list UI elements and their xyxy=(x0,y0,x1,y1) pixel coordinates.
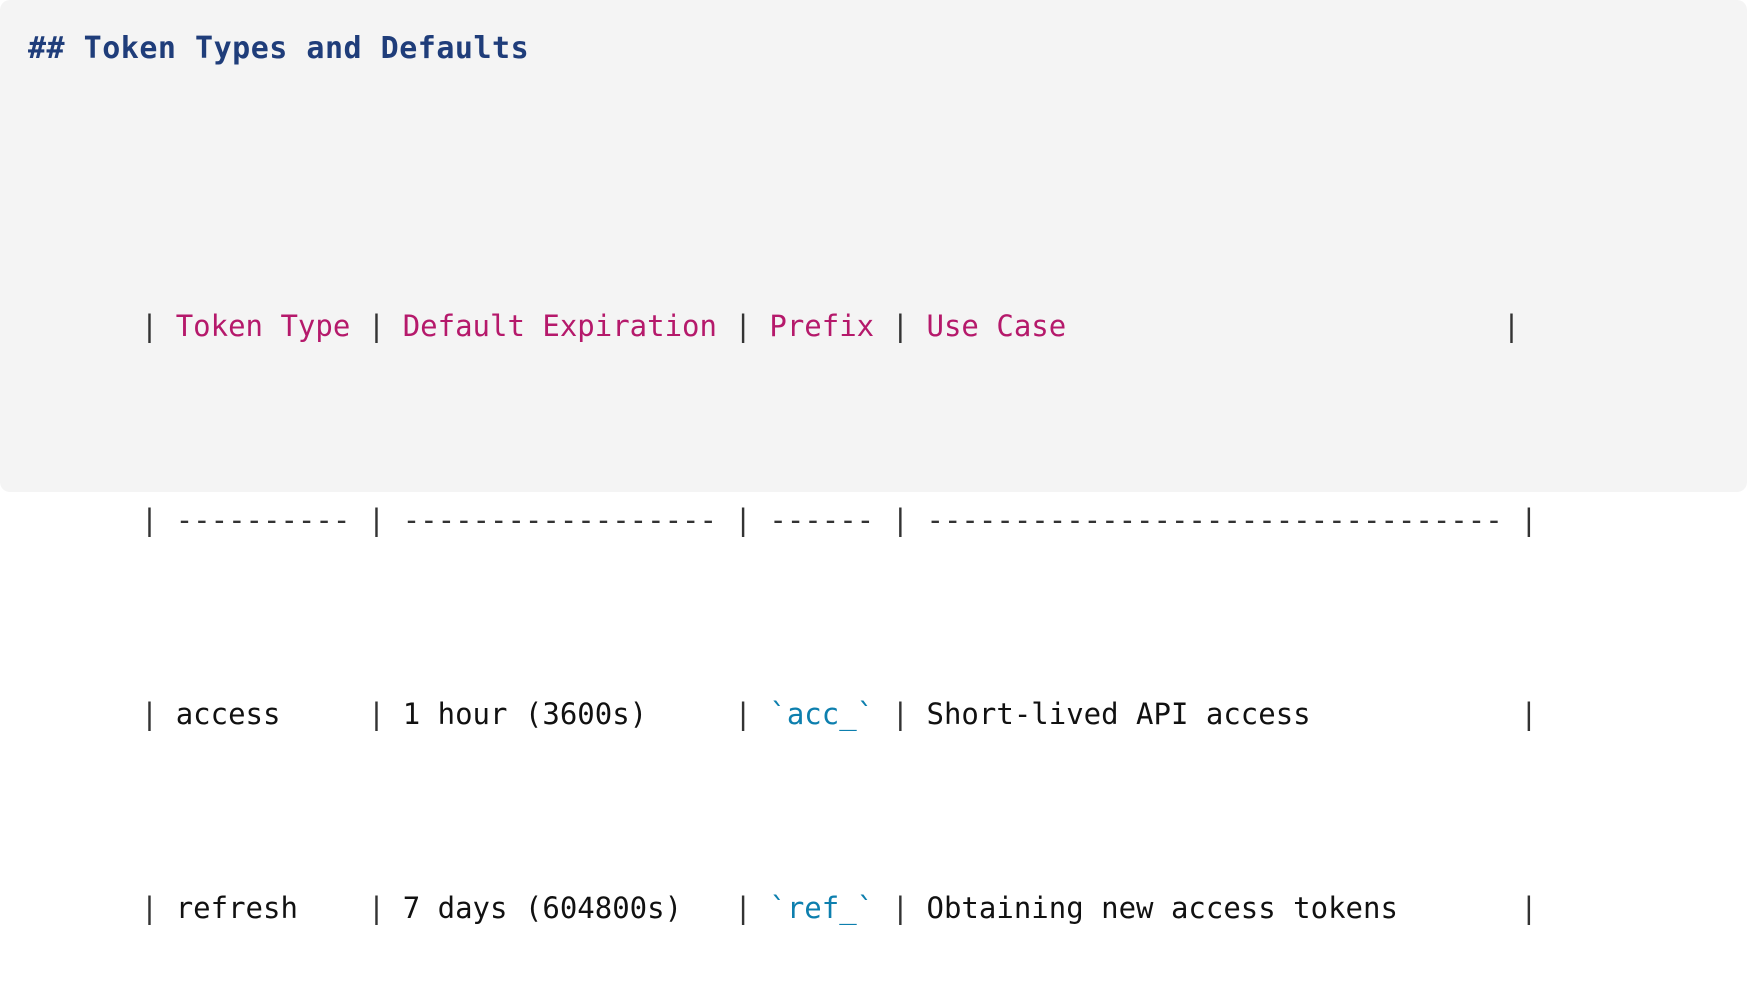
table-header-row: | Token Type | Default Expiration | Pref… xyxy=(36,254,1747,343)
pipe-separator: | xyxy=(1502,503,1538,537)
column-header-prefix: Prefix xyxy=(769,309,875,343)
markdown-table-block: | Token Type | Default Expiration | Pref… xyxy=(26,64,1747,984)
cell-padding xyxy=(682,891,717,925)
pipe-separator: | xyxy=(350,891,403,925)
cell-prefix: `acc_` xyxy=(769,697,875,731)
pipe-separator: | xyxy=(874,697,927,731)
cell-padding xyxy=(647,697,717,731)
cell-use-case: Obtaining new access tokens xyxy=(926,891,1398,925)
pipe-separator: | xyxy=(1502,891,1538,925)
pipe-separator: | xyxy=(350,697,403,731)
pipe-separator: | xyxy=(716,697,770,731)
cell-prefix: `ref_` xyxy=(769,891,875,925)
column-header-default-expiration: Default Expiration xyxy=(402,309,717,343)
column-header-use-case-pad: | xyxy=(1066,309,1521,343)
table-row: | access | 1 hour (3600s) | `acc_` | Sho… xyxy=(36,642,1747,731)
column-header-use-case: Use Case xyxy=(926,309,1067,343)
column-header-token-type: Token Type xyxy=(175,309,351,343)
pipe-separator: | xyxy=(1502,697,1538,731)
pipe-separator: | xyxy=(716,503,770,537)
pipe-separator: | xyxy=(140,891,176,925)
column-header-prefix-pad: | xyxy=(874,309,927,343)
cell-padding xyxy=(1398,891,1503,925)
column-header-default-expiration-pad: | xyxy=(716,309,770,343)
cell-padding xyxy=(280,697,350,731)
cell-token-type: access xyxy=(175,697,281,731)
pipe-separator: | xyxy=(350,503,403,537)
cell-default-expiration: 1 hour (3600s) xyxy=(402,697,648,731)
pipe-separator: | xyxy=(140,503,176,537)
page-title: ## Token Types and Defaults xyxy=(28,31,530,66)
markdown-document: ## Token Types and Defaults | Token Type… xyxy=(0,0,1747,925)
separator-dashes-prefix: ------ xyxy=(769,503,875,537)
separator-dashes-default-expiration: ------------------ xyxy=(402,503,717,537)
table-separator-row: | ---------- | ------------------ | ----… xyxy=(36,448,1747,537)
separator-dashes-token-type: ---------- xyxy=(175,503,351,537)
pipe-separator: | xyxy=(874,891,927,925)
column-header-token-type-pad: | xyxy=(350,309,403,343)
cell-default-expiration: 7 days (604800s) xyxy=(402,891,683,925)
cell-use-case: Short-lived API access xyxy=(926,697,1311,731)
pipe-separator: | xyxy=(874,503,927,537)
separator-dashes-use-case: --------------------------------- xyxy=(926,503,1503,537)
cell-token-type: refresh xyxy=(175,891,298,925)
pipe-separator: | xyxy=(140,697,176,731)
pipe-separator: | xyxy=(716,891,770,925)
table-row: | refresh | 7 days (604800s) | `ref_` | … xyxy=(36,836,1747,925)
cell-padding xyxy=(1311,697,1503,731)
cell-padding xyxy=(298,891,350,925)
pipe-separator: | xyxy=(140,309,176,343)
